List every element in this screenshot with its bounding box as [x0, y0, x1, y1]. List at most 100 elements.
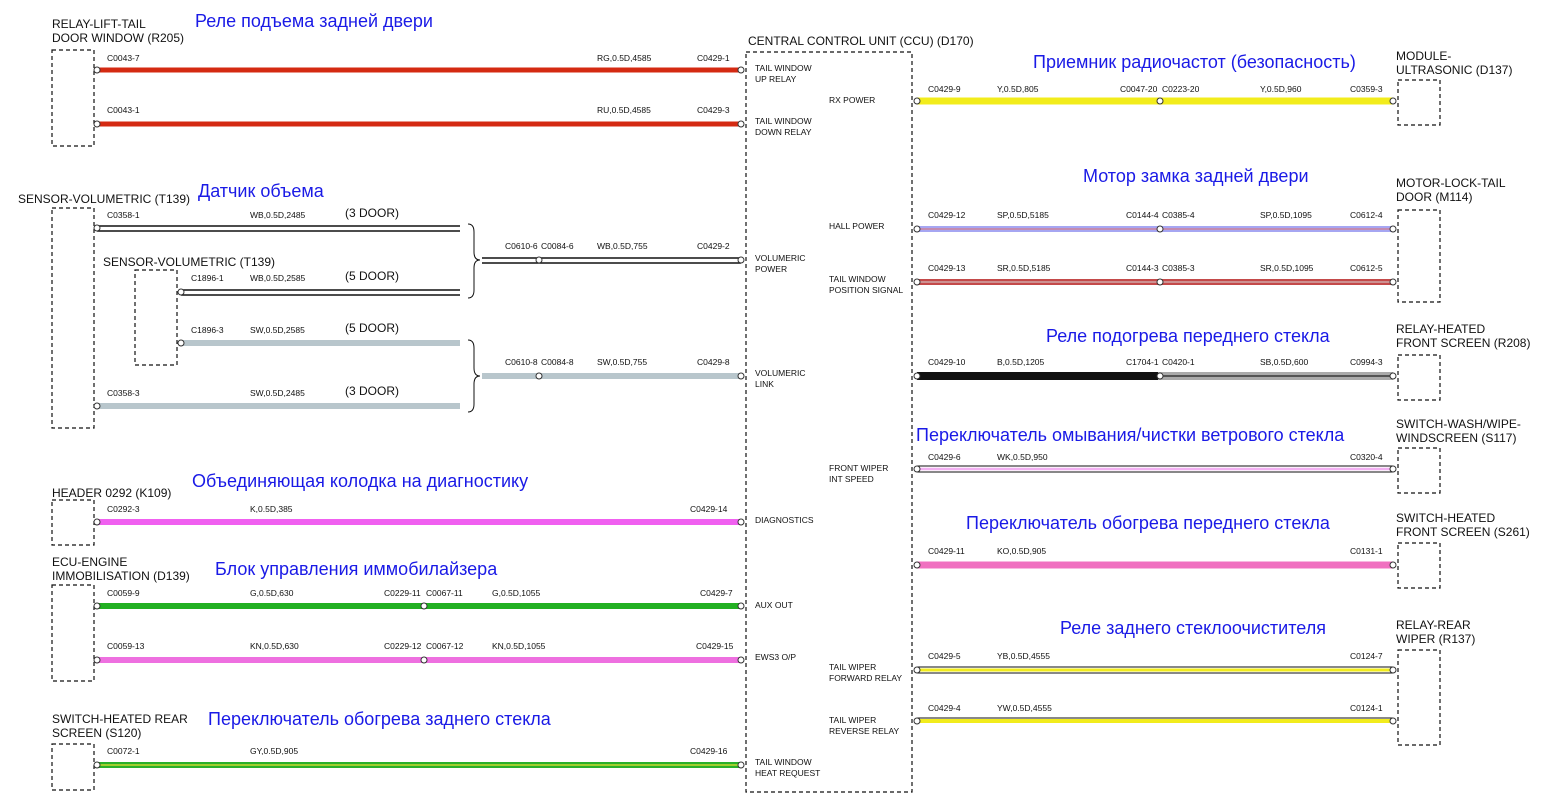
d137-annotation: Приемник радиочастот (безопасность): [1033, 52, 1356, 72]
wire-spec-label: KN,0.5D,1055: [492, 641, 546, 651]
connector-label: C0067-12: [426, 641, 464, 651]
wire-spec-label: WB,0.5D,2585: [250, 273, 306, 283]
connector-label: C0429-6: [928, 452, 961, 462]
pin-label: TAIL WINDOW HEAT REQUEST: [755, 757, 821, 778]
terminal: [1389, 372, 1397, 380]
terminal: [737, 518, 745, 526]
terminal: [1389, 561, 1397, 569]
wire-wk: [917, 465, 1393, 473]
wire-spec-label: SR,0.5D,1095: [1260, 263, 1314, 273]
pin-label: EWS3 O/P: [755, 652, 797, 662]
m114-label: MOTOR-LOCK-TAIL DOOR (M114): [1396, 176, 1506, 204]
t139b-box: [134, 269, 178, 366]
wire-spec-label: Y,0.5D,960: [1260, 84, 1302, 94]
terminal: [93, 518, 101, 526]
terminal: [1156, 372, 1164, 380]
door-variant-label: (3 DOOR): [345, 206, 399, 220]
connector-label: C0429-5: [928, 651, 961, 661]
d139-annotation: Блок управления иммобилайзера: [215, 559, 498, 579]
wire-spec-label: WB,0.5D,2485: [250, 210, 306, 220]
pin-label: HALL POWER: [829, 221, 885, 231]
connector-label: C0429-13: [928, 263, 966, 273]
r137-label: RELAY-REAR WIPER (R137): [1396, 618, 1476, 646]
r205-label: RELAY-LIFT-TAIL DOOR WINDOW (R205): [52, 17, 184, 45]
connector-label: C0144-3: [1126, 263, 1159, 273]
wire-spec-label: WB,0.5D,755: [597, 241, 648, 251]
wire-spec-label: SP,0.5D,5185: [997, 210, 1049, 220]
terminal: [1389, 717, 1397, 725]
terminal: [1389, 465, 1397, 473]
terminal: [1389, 225, 1397, 233]
wire-yb: [917, 666, 1393, 674]
connector-label: C0420-1: [1162, 357, 1195, 367]
terminal: [420, 656, 428, 664]
s261-box: [1397, 542, 1441, 589]
wire-spec-label: WK,0.5D,950: [997, 452, 1048, 462]
wire-wb-5door: [181, 289, 460, 296]
t139b-label: SENSOR-VOLUMETRIC (T139): [103, 255, 276, 269]
terminal: [913, 561, 921, 569]
d137-label: MODULE- ULTRASONIC (D137): [1396, 49, 1513, 77]
wire-spec-label: B,0.5D,1205: [997, 357, 1045, 367]
wire-spec-label: SW,0.5D,2485: [250, 388, 305, 398]
door-variant-label: (5 DOOR): [345, 269, 399, 283]
terminal: [535, 372, 543, 380]
connector-label: C0084-8: [541, 357, 574, 367]
terminal: [93, 602, 101, 610]
terminal: [913, 97, 921, 105]
connector-label: C0144-4: [1126, 210, 1159, 220]
terminal: [93, 402, 101, 410]
connector-label: C0429-2: [697, 241, 730, 251]
wire-spec-label: YW,0.5D,4555: [997, 703, 1052, 713]
pin-label: TAIL WIPER REVERSE RELAY: [829, 715, 900, 736]
connector-label: C0429-12: [928, 210, 966, 220]
connector-label: C0059-13: [107, 641, 145, 651]
connector-label: C0429-1: [697, 53, 730, 63]
terminal: [1156, 278, 1164, 286]
connector-label: C0043-1: [107, 105, 140, 115]
s261-annotation: Переключатель обогрева переднего стекла: [966, 513, 1330, 533]
wire-spec-label: KO,0.5D,905: [997, 546, 1047, 556]
pin-label: FRONT WIPER INT SPEED: [829, 463, 889, 484]
terminal: [93, 656, 101, 664]
connector-label: C0612-4: [1350, 210, 1383, 220]
connector-label: C0429-4: [928, 703, 961, 713]
s117-label: SWITCH-WASH/WIPE- WINDSCREEN (S117): [1396, 417, 1521, 445]
terminal: [420, 602, 428, 610]
connector-label: C0124-7: [1350, 651, 1383, 661]
connector-label: C1896-1: [191, 273, 224, 283]
connector-label: C0429-15: [696, 641, 734, 651]
connector-label: C0084-6: [541, 241, 574, 251]
wire-wb-3door: [97, 225, 460, 232]
terminal: [913, 372, 921, 380]
connector-label: C0429-10: [928, 357, 966, 367]
connector-label: C0359-3: [1350, 84, 1383, 94]
terminal: [1156, 97, 1164, 105]
wire-spec-label: SP,0.5D,1095: [1260, 210, 1312, 220]
connector-label: C0358-1: [107, 210, 140, 220]
s117-box: [1397, 447, 1441, 494]
wire-spec-label: SB,0.5D,600: [1260, 357, 1309, 367]
s120-box: [51, 743, 95, 791]
r137-box: [1397, 649, 1441, 746]
m114-box: [1397, 209, 1441, 303]
terminal: [93, 224, 101, 232]
connector-label: C0320-4: [1350, 452, 1383, 462]
connector-label: C0131-1: [1350, 546, 1383, 556]
pin-label: TAIL WINDOW POSITION SIGNAL: [829, 274, 904, 295]
connector-label: C0059-9: [107, 588, 140, 598]
terminal: [913, 666, 921, 674]
terminal: [913, 465, 921, 473]
terminal: [1389, 666, 1397, 674]
connector-label: C0047-20: [1120, 84, 1158, 94]
wire-wb-755: [482, 257, 741, 264]
r208-label: RELAY-HEATED FRONT SCREEN (R208): [1396, 322, 1531, 350]
connector-label: C0229-11: [384, 588, 421, 598]
connector-label: C1896-3: [191, 325, 224, 335]
connector-label: C0124-1: [1350, 703, 1383, 713]
splice-brace-link: [467, 339, 481, 413]
wire-spec-label: K,0.5D,385: [250, 504, 293, 514]
terminal: [913, 278, 921, 286]
connector-label: C0429-8: [697, 357, 730, 367]
